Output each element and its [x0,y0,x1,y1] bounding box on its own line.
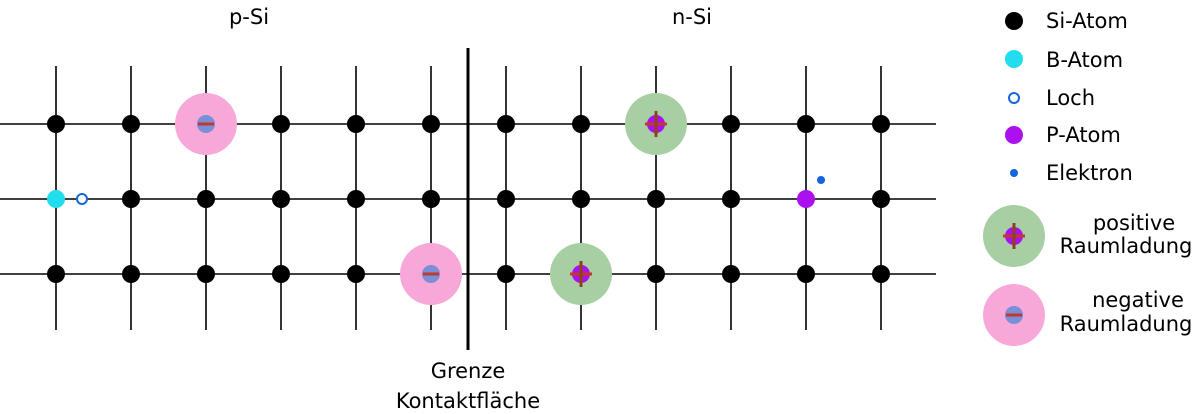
lattice-atoms [47,115,890,283]
si-atom [272,115,290,133]
legend-b-atom-icon [1005,50,1023,68]
legend-electron-label: Elektron [1046,161,1133,185]
n-si-label: n-Si [672,5,712,29]
b-atom [47,190,65,208]
positive-space-charge-r3c8 [550,243,612,305]
si-atom [647,265,665,283]
si-atom [797,115,815,133]
si-atom [722,115,740,133]
legend: Si-Atom B-Atom Loch P-Atom Elektron posi… [983,9,1192,346]
space-charge-halos [175,93,687,305]
si-atom [872,115,890,133]
si-atom [122,265,140,283]
legend-negative-charge-icon [983,284,1045,346]
si-atom [572,190,590,208]
legend-negative-label-line2: Raumladung [1060,312,1193,336]
p-atom [797,190,815,208]
si-atom [722,190,740,208]
legend-si-atom-icon [1005,12,1023,30]
si-atom [872,190,890,208]
negative-space-charge-r3c6 [400,243,462,305]
si-atom [122,115,140,133]
legend-positive-label-line1: positive [1093,211,1175,235]
si-atom [572,115,590,133]
boundary-label-kontaktflaeche: Kontaktfläche [396,389,540,413]
legend-negative-label-line1: negative [1092,288,1184,312]
si-atom [272,190,290,208]
legend-hole-label: Loch [1046,86,1095,110]
si-atom [122,190,140,208]
si-atom [497,190,515,208]
si-atom [497,115,515,133]
hole [76,193,88,205]
si-atom [647,190,665,208]
legend-b-atom-label: B-Atom [1046,48,1123,72]
si-atom [197,190,215,208]
si-atom [347,265,365,283]
legend-negative-symbol [983,284,1045,346]
negative-space-charge-r1c3 [175,93,237,155]
electron [817,176,825,184]
legend-positive-symbol [983,205,1045,267]
legend-positive-label-line2: Raumladung [1060,234,1193,258]
si-atom [272,265,290,283]
legend-p-atom-icon [1005,126,1023,144]
si-atom [47,115,65,133]
si-atom [197,265,215,283]
legend-positive-charge-icon [983,205,1045,267]
si-atom [497,265,515,283]
si-atom [797,265,815,283]
positive-space-charge-r1c9 [625,93,687,155]
p-si-label: p-Si [229,5,269,29]
si-atom [347,190,365,208]
si-atom [347,115,365,133]
si-atom [47,265,65,283]
si-atom [422,190,440,208]
si-atom [422,115,440,133]
si-atom [872,265,890,283]
legend-electron-icon [1010,169,1018,177]
legend-hole-icon [1008,92,1020,104]
boundary-label-grenze: Grenze [431,359,506,383]
legend-p-atom-label: P-Atom [1046,123,1121,147]
si-atom [722,265,740,283]
legend-si-atom-label: Si-Atom [1046,9,1128,33]
